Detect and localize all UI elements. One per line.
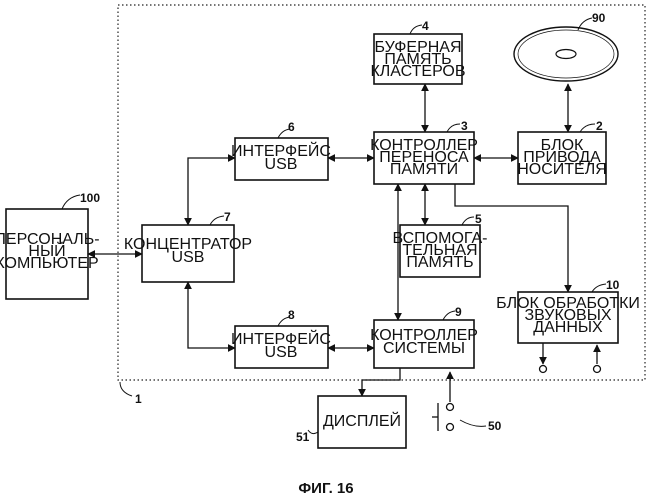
audio-out-terminal: [540, 366, 547, 373]
svg-text:100: 100: [80, 191, 100, 205]
block-usb-interface-bottom: ИНТЕРФЕЙСUSB: [231, 326, 331, 368]
ref-buffer: 4: [410, 19, 429, 34]
ref-drive: 2: [580, 119, 603, 133]
svg-text:51: 51: [296, 430, 310, 444]
disc-icon: [514, 27, 618, 81]
svg-text:8: 8: [288, 308, 295, 322]
svg-text:9: 9: [455, 305, 462, 319]
svg-text:90: 90: [592, 11, 606, 25]
ref-device: 1: [120, 382, 142, 406]
block-media-drive: БЛОКПРИВОДАНОСИТЕЛЯ: [517, 132, 607, 184]
svg-text:КОНТРОЛЛЕРСИСТЕМЫ: КОНТРОЛЛЕРСИСТЕМЫ: [370, 327, 478, 357]
svg-text:2: 2: [596, 119, 603, 133]
block-usb-hub: КОНЦЕНТРАТОРUSB: [124, 225, 252, 282]
figure-caption: ФИГ. 16: [298, 480, 353, 497]
link-hub-usb-bottom: [188, 282, 235, 348]
ref-sysctl: 9: [443, 305, 462, 320]
block-memory-transfer-controller: КОНТРОЛЛЕРПЕРЕНОСАПАМЯТИ: [370, 132, 478, 184]
svg-text:ВСПОМОГА-ТЕЛЬНАЯПАМЯТЬ: ВСПОМОГА-ТЕЛЬНАЯПАМЯТЬ: [392, 230, 487, 271]
ref-usb-bottom: 8: [278, 308, 295, 326]
svg-text:1: 1: [135, 392, 142, 406]
svg-text:10: 10: [606, 278, 620, 292]
block-cluster-buffer: БУФЕРНАЯПАМЯТЬКЛАСТЕРОВ: [370, 34, 465, 84]
svg-text:50: 50: [488, 419, 502, 433]
ref-mtc: 3: [447, 119, 468, 133]
link-sysctl-display: [362, 368, 400, 396]
svg-text:7: 7: [224, 210, 231, 224]
switch-symbol: [432, 403, 454, 431]
ref-hub: 7: [210, 210, 231, 225]
block-display: ДИСПЛЕЙ: [318, 396, 406, 448]
audio-in-terminal: [594, 366, 601, 373]
block-usb-interface-top: ИНТЕРФЕЙСUSB: [231, 138, 331, 180]
svg-text:4: 4: [422, 19, 429, 33]
ref-usb-top: 6: [278, 120, 295, 138]
block-auxiliary-memory: ВСПОМОГА-ТЕЛЬНАЯПАМЯТЬ: [392, 225, 487, 277]
svg-text:5: 5: [475, 212, 482, 226]
svg-text:ДИСПЛЕЙ: ДИСПЛЕЙ: [323, 411, 401, 430]
ref-display: 51: [296, 430, 318, 444]
svg-text:6: 6: [288, 120, 295, 134]
ref-aux: 5: [462, 212, 482, 226]
svg-text:БУФЕРНАЯПАМЯТЬКЛАСТЕРОВ: БУФЕРНАЯПАМЯТЬКЛАСТЕРОВ: [370, 39, 465, 80]
block-system-controller: КОНТРОЛЛЕРСИСТЕМЫ: [370, 320, 478, 368]
ref-audio: 10: [592, 278, 620, 292]
ref-pc: 100: [62, 191, 100, 209]
block-audio-processing: БЛОК ОБРАБОТКИЗВУКОВЫХДАННЫХ: [496, 292, 640, 343]
block-pc: ПЕРСОНАЛЬ-НЫЙКОМПЬЮТЕР: [0, 209, 100, 299]
ref-disc: 90: [578, 11, 606, 30]
ref-switch: 50: [460, 419, 502, 433]
svg-text:3: 3: [461, 119, 468, 133]
